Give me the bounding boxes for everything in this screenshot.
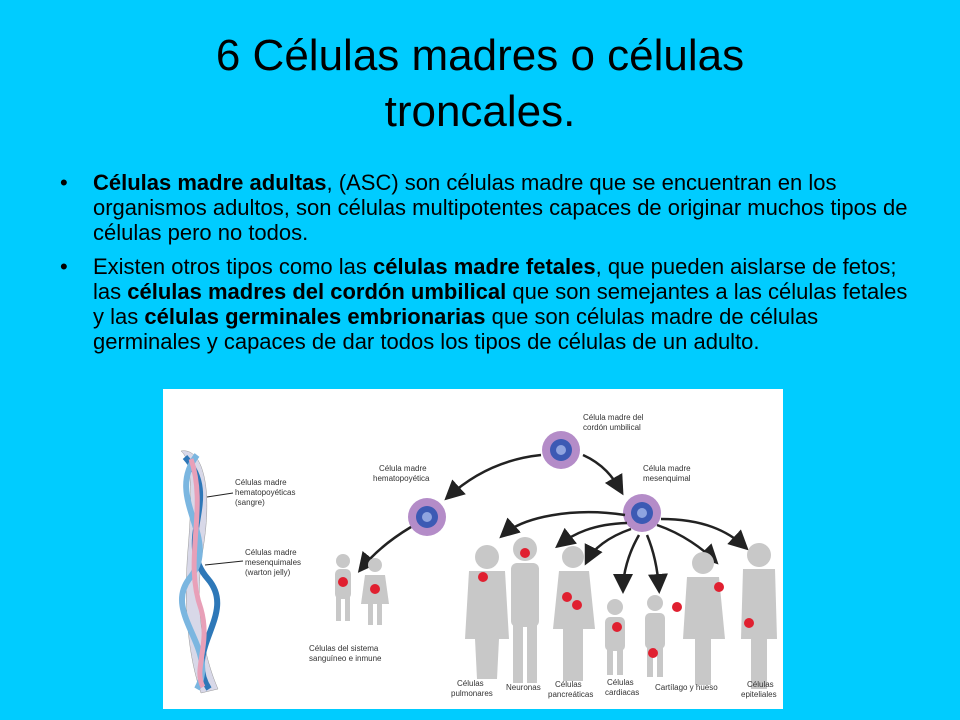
- bullet-item-adult-stem-cells: • Células madre adultas, (ASC) son célul…: [60, 170, 908, 245]
- left-label-1b: hematopoyéticas: [235, 488, 295, 497]
- cord-label-b: cordón umbilical: [583, 423, 641, 432]
- bullet-text: que son semejantes a las células fetales…: [93, 279, 908, 329]
- umbilical-cord-illustration: [179, 450, 244, 694]
- epi-label-a: Células: [747, 680, 774, 689]
- bullet-text: que son células madre de células germina…: [93, 304, 819, 354]
- arrow-to-card: [613, 534, 641, 594]
- bullet-item-other-types: • Existen otros tipos como las células m…: [60, 254, 908, 354]
- slide-title: 6 Células madres o células troncales.: [60, 28, 900, 140]
- bullet-text: , (ASC) son células madre que se encuent…: [93, 170, 908, 245]
- panc-label-b: pancreáticas: [548, 690, 593, 699]
- pulm-label-a: Células: [457, 679, 484, 688]
- diagram-svg: Células madre hematopoyéticas (sangre) C…: [179, 413, 777, 699]
- card-label-b: cardiacas: [605, 688, 639, 697]
- left-label-2c: (warton jelly): [245, 568, 291, 577]
- bullet-dot: •: [60, 170, 68, 195]
- epi-label-b: epiteliales: [741, 690, 777, 699]
- arrow-to-hema: [444, 453, 542, 501]
- cart-label: Cartílago y hueso: [655, 683, 718, 692]
- arrow-to-epi2: [660, 517, 749, 551]
- bold-term: células madres del cordón umbilical: [127, 279, 507, 304]
- mesen-label-a: Célula madre: [643, 464, 691, 473]
- pulm-label-b: pulmonares: [451, 689, 493, 698]
- bullet-list: • Células madre adultas, (ASC) son célul…: [60, 170, 908, 363]
- bold-term: células madre fetales: [373, 254, 596, 279]
- bullet-dot: •: [60, 254, 68, 279]
- arrow-to-panc: [584, 527, 632, 566]
- panc-label-a: Células: [555, 680, 582, 689]
- stem-cell-diagram: Células madre hematopoyéticas (sangre) C…: [163, 389, 783, 709]
- left-label-1c: (sangre): [235, 498, 265, 507]
- mesen-label-b: mesenquimal: [643, 474, 691, 483]
- blood-label-a: Células del sistema: [309, 644, 379, 653]
- arrow-to-pulm: [499, 510, 626, 539]
- card-label-a: Células: [607, 678, 634, 687]
- blood-label-b: sanguíneo e inmune: [309, 654, 382, 663]
- title-line-1: 6 Células madres o células: [215, 31, 745, 80]
- organ-markers: [338, 548, 754, 658]
- left-label-1a: Células madre: [235, 478, 287, 487]
- bullet-text: , que pueden aislarse de fetos; las: [93, 254, 897, 304]
- hema-label-b: hematopoyética: [373, 474, 430, 483]
- hema-label-a: Célula madre: [379, 464, 427, 473]
- arrow-to-mesen: [582, 453, 624, 496]
- mesenchymal-stem-cell: [623, 494, 661, 532]
- hematopoietic-stem-cell: [408, 498, 446, 536]
- neuro-label: Neuronas: [506, 683, 541, 692]
- bullet-text: Existen otros tipos como las: [93, 254, 374, 279]
- left-label-2b: mesenquimales: [245, 558, 301, 567]
- arrow-to-cart: [645, 534, 668, 594]
- bold-term: células germinales embrionarias: [144, 304, 486, 329]
- bold-term: Células madre adultas: [93, 170, 327, 195]
- arrow-to-neuro: [555, 521, 628, 549]
- arrow-to-blood: [357, 525, 412, 573]
- cord-stem-cell: [542, 431, 580, 469]
- cord-label-a: Célula madre del: [583, 413, 644, 422]
- title-line-2: troncales.: [384, 87, 576, 136]
- human-figures: [335, 537, 777, 689]
- left-label-2a: Células madre: [245, 548, 297, 557]
